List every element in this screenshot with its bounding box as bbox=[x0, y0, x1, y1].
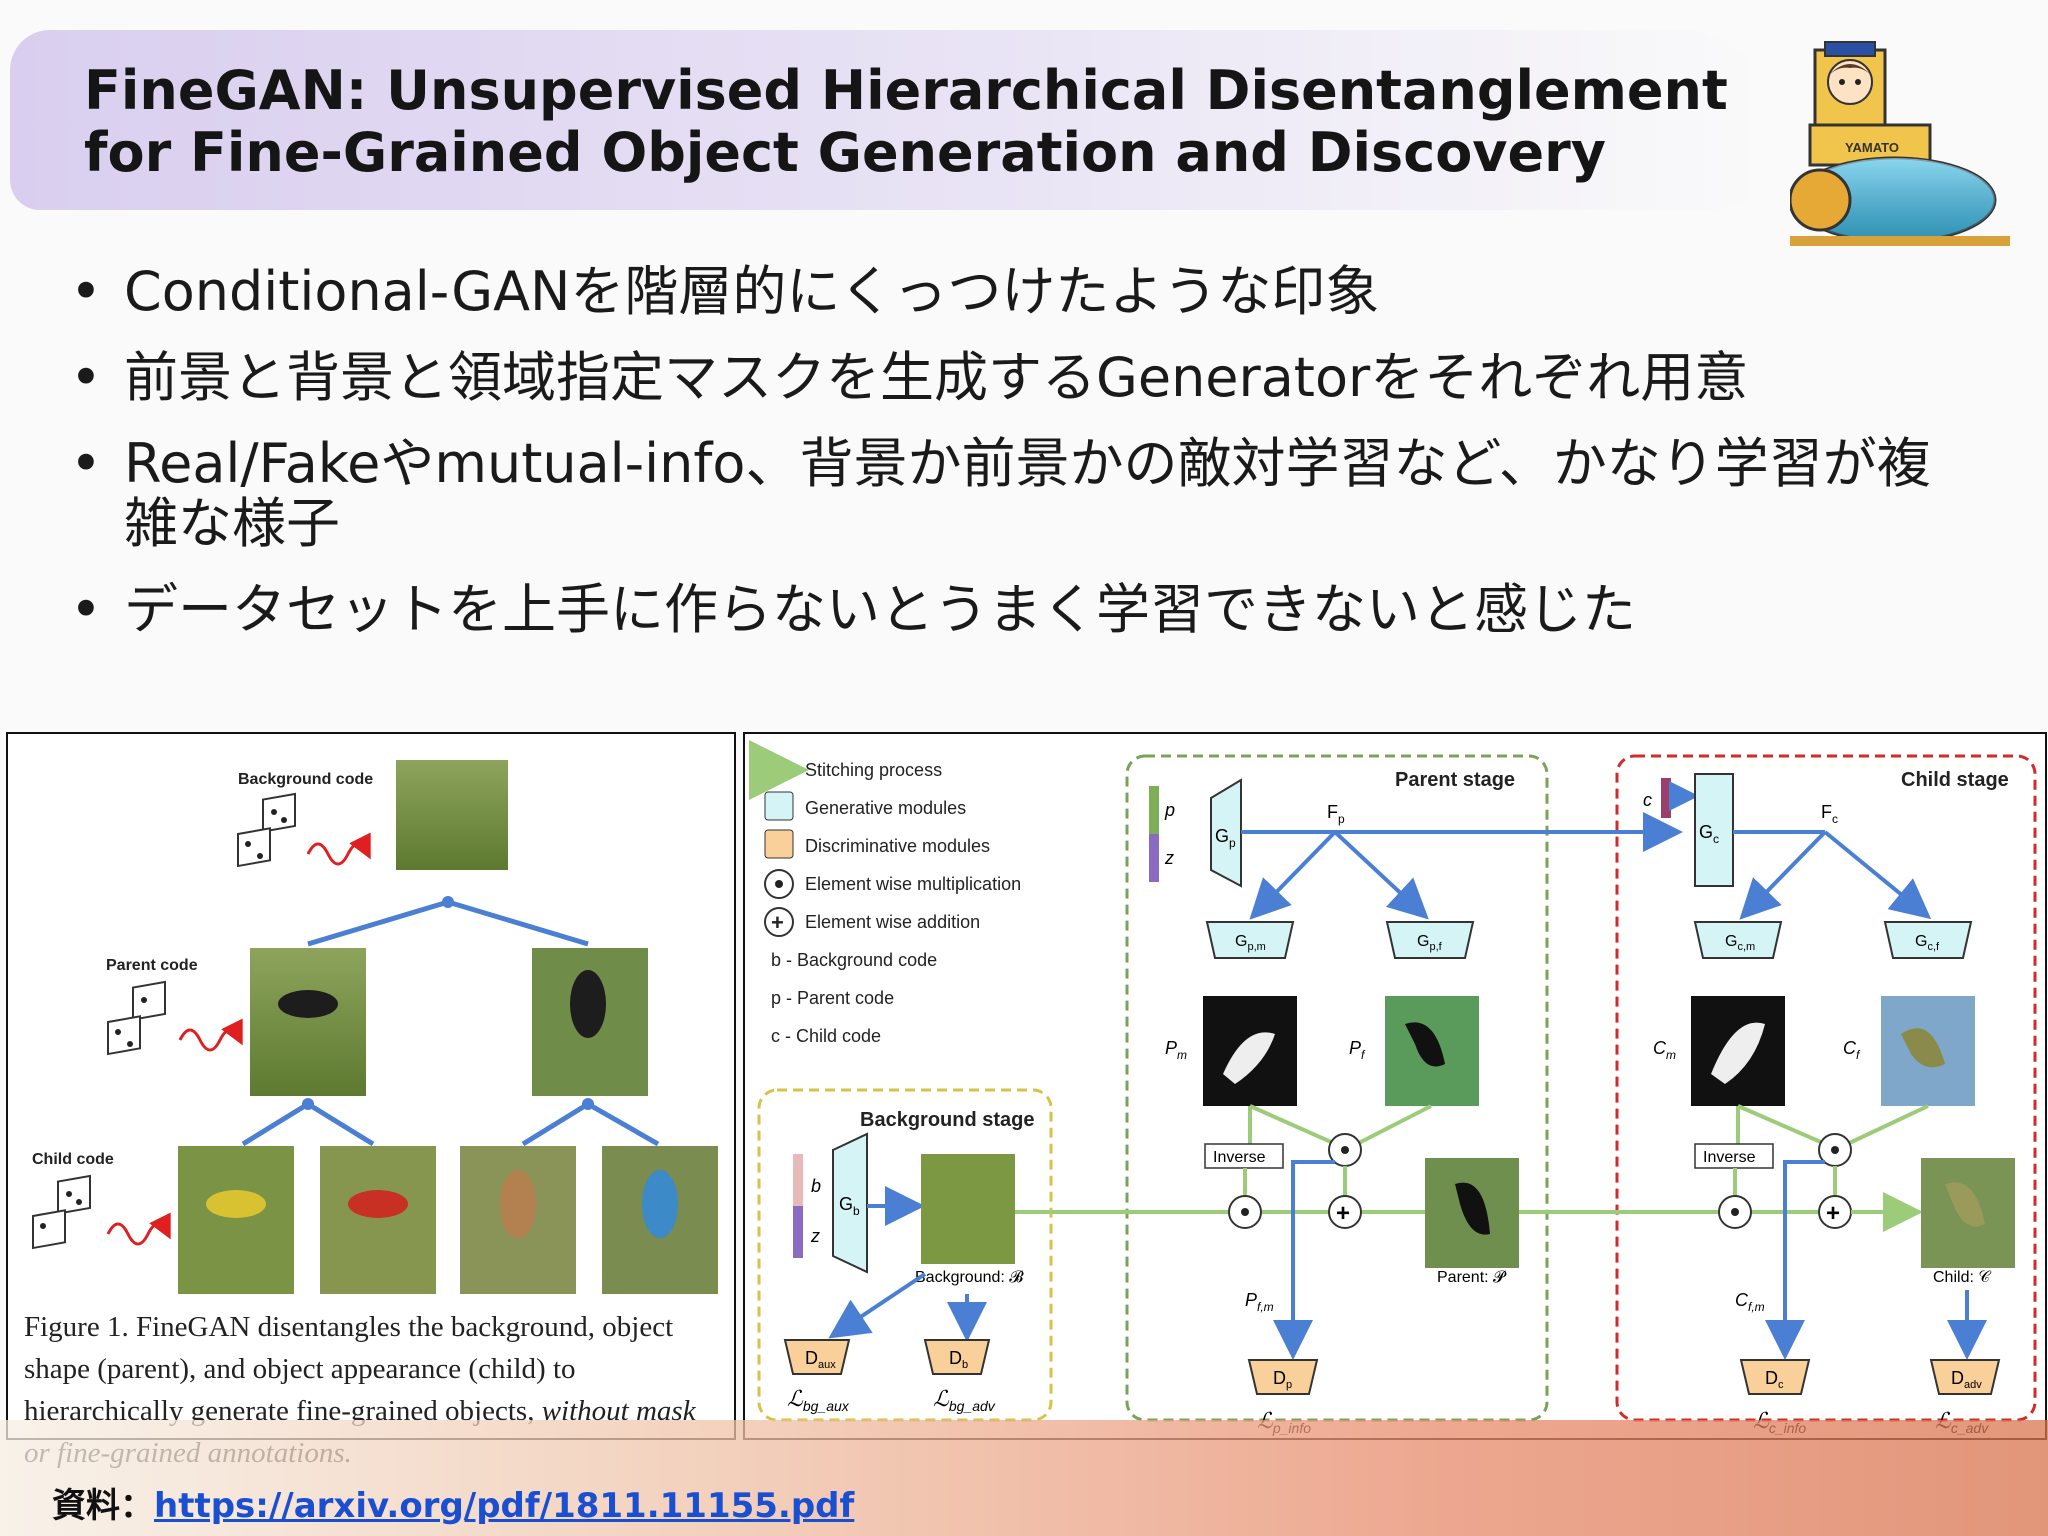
dice-icon bbox=[107, 980, 166, 1056]
svg-text:Dadv: Dadv bbox=[1951, 1368, 1982, 1391]
svg-text:Gp,m: Gp,m bbox=[1235, 933, 1266, 953]
finegan-architecture-diagram: Stitching process Generative modules Dis… bbox=[749, 740, 2037, 1436]
title-line-2: for Fine-Grained Object Generation and D… bbox=[84, 121, 1606, 184]
dp-discriminator bbox=[1247, 1359, 1319, 1395]
gcf-generator bbox=[1883, 921, 1973, 959]
child-output-label: Child: 𝒞 bbox=[1933, 1269, 1991, 1286]
parent-stage-box bbox=[1125, 754, 1549, 1422]
dadv-discriminator bbox=[1929, 1359, 2001, 1395]
source-link[interactable]: https://arxiv.org/pdf/1811.11155.pdf bbox=[154, 1486, 855, 1526]
z-code-label: z bbox=[810, 1226, 820, 1246]
title-line-1: FineGAN: Unsupervised Hierarchical Disen… bbox=[84, 59, 1728, 122]
gb-generator bbox=[832, 1132, 868, 1274]
figure1-panel: Background code Parent code Child code bbox=[6, 732, 736, 1469]
child-inverse-label: Inverse bbox=[1703, 1149, 1756, 1166]
figure1-tree-diagram: Background code Parent code Child code bbox=[32, 760, 718, 1296]
dice-icon bbox=[237, 792, 296, 868]
dc-discriminator bbox=[1739, 1359, 1811, 1395]
bullet-item: Real/Fakeやmutual-info、背景か前景かの敵対学習など、かなり学… bbox=[70, 434, 1970, 554]
svg-text:ℒbg_adv: ℒbg_adv bbox=[933, 1386, 996, 1414]
bullet-item: データセットを上手に作らないとうまく学習できないと感じた bbox=[70, 580, 1970, 641]
red-wave-arrow bbox=[306, 832, 371, 866]
parent-output-label: Parent: 𝓟 bbox=[1437, 1269, 1507, 1286]
svg-text:Fc: Fc bbox=[1821, 802, 1838, 826]
mascot-logo-text: YAMATO bbox=[1845, 140, 1899, 155]
p-code-label: p bbox=[1164, 800, 1175, 820]
parent-add-node bbox=[1328, 1195, 1362, 1229]
bullet-item: 前景と背景と領域指定マスクを生成するGeneratorをそれぞれ用意 bbox=[70, 348, 1970, 409]
svg-text:+: + bbox=[1826, 1200, 1840, 1227]
source-label: 資料： bbox=[52, 1486, 154, 1526]
svg-text:Cm: Cm bbox=[1653, 1038, 1676, 1062]
svg-text:Pf,m: Pf,m bbox=[1245, 1290, 1274, 1314]
svg-text:Dc: Dc bbox=[1765, 1368, 1784, 1391]
parent-stage-label: Parent stage bbox=[1395, 769, 1515, 791]
child-code-label: Child code bbox=[32, 1151, 114, 1168]
slide-title: FineGAN: Unsupervised Hierarchical Disen… bbox=[84, 60, 1764, 184]
gp-generator bbox=[1210, 778, 1242, 888]
red-wave-arrow bbox=[178, 1018, 243, 1052]
child-stage-label: Child stage bbox=[1901, 769, 2009, 791]
child-image-1 bbox=[178, 1146, 294, 1296]
gcm-generator bbox=[1693, 921, 1783, 959]
child-image-2 bbox=[320, 1146, 436, 1296]
background-output-label: Background: 𝓑 bbox=[915, 1269, 1024, 1286]
svg-text:+: + bbox=[1336, 1200, 1350, 1227]
figure2-panel: Stitching process Generative modules Dis… bbox=[743, 732, 2047, 1440]
svg-text:Cf,m: Cf,m bbox=[1735, 1290, 1765, 1314]
svg-text:Cf: Cf bbox=[1843, 1038, 1861, 1062]
svg-text:Gb: Gb bbox=[839, 1194, 860, 1218]
parent-code-label: Parent code bbox=[106, 957, 198, 974]
bullet-item: Conditional-GANを階層的にくっつけたような印象 bbox=[70, 262, 1970, 323]
svg-text:Gc,m: Gc,m bbox=[1725, 933, 1755, 953]
tree-arrows bbox=[241, 899, 660, 1147]
svg-text:+: + bbox=[771, 910, 784, 935]
red-wave-arrow bbox=[106, 1212, 171, 1246]
background-stage-box bbox=[757, 1088, 1053, 1422]
legend-addition: Element wise addition bbox=[805, 912, 980, 932]
daux-discriminator bbox=[783, 1339, 851, 1375]
dice-icon bbox=[32, 1174, 91, 1250]
legend-discriminative: Discriminative modules bbox=[805, 836, 990, 856]
svg-text:Gc,f: Gc,f bbox=[1915, 933, 1940, 953]
legend-bcode: b - Background code bbox=[771, 950, 937, 970]
svg-text:Fp: Fp bbox=[1327, 802, 1345, 826]
background-output-image bbox=[921, 1154, 1015, 1264]
source-line: 資料：https://arxiv.org/pdf/1811.11155.pdf bbox=[52, 1478, 854, 1527]
svg-text:Daux: Daux bbox=[805, 1348, 836, 1371]
gpm-generator bbox=[1205, 921, 1295, 959]
legend: Stitching process Generative modules Dis… bbox=[749, 740, 1021, 1046]
svg-text:Db: Db bbox=[949, 1348, 968, 1371]
svg-text:ℒbg_aux: ℒbg_aux bbox=[787, 1386, 850, 1414]
legend-stitching: Stitching process bbox=[805, 760, 942, 780]
bullet-list: Conditional-GANを階層的にくっつけたような印象 前景と背景と領域指… bbox=[70, 262, 1970, 666]
bottom-brush-background bbox=[0, 1420, 2048, 1536]
svg-text:Pm: Pm bbox=[1165, 1038, 1187, 1062]
gc-generator bbox=[1694, 773, 1734, 887]
svg-text:Pf: Pf bbox=[1349, 1038, 1366, 1062]
background-stage-label: Background stage bbox=[860, 1109, 1034, 1131]
svg-text:Gp,f: Gp,f bbox=[1417, 933, 1443, 953]
title-brush-background bbox=[10, 30, 1770, 210]
legend-pcode: p - Parent code bbox=[771, 988, 894, 1008]
background-image bbox=[396, 760, 508, 870]
legend-generative: Generative modules bbox=[805, 798, 966, 818]
svg-text:Gp: Gp bbox=[1215, 826, 1236, 850]
svg-text:Gc: Gc bbox=[1699, 822, 1719, 846]
background-code-label: Background code bbox=[238, 771, 373, 788]
db-discriminator bbox=[923, 1339, 991, 1375]
c-code-label: c bbox=[1643, 790, 1652, 810]
parent-inverse-label: Inverse bbox=[1213, 1149, 1266, 1166]
mascot-road-roller-illustration: YAMATO bbox=[1790, 41, 2010, 246]
b-code-label: b bbox=[811, 1176, 821, 1196]
svg-text:Dp: Dp bbox=[1273, 1368, 1292, 1391]
z-code-label-2: z bbox=[1164, 848, 1174, 868]
legend-multiplication: Element wise multiplication bbox=[805, 874, 1021, 894]
legend-ccode: c - Child code bbox=[771, 1026, 881, 1046]
gpf-generator bbox=[1385, 921, 1475, 959]
parent-image-1 bbox=[250, 948, 366, 1096]
